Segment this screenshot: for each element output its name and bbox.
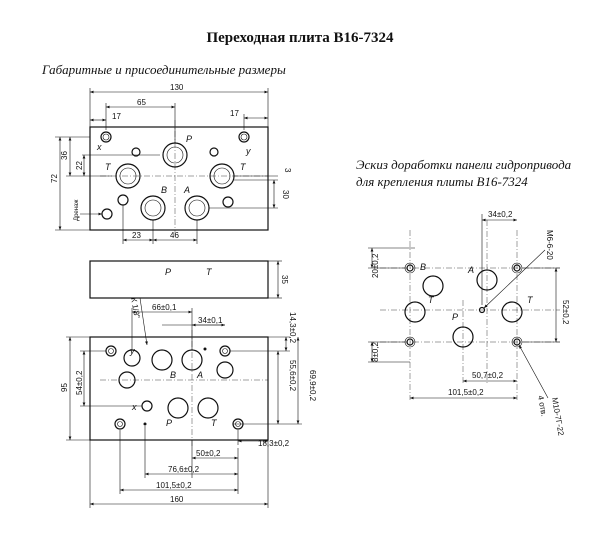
label-y: y (245, 146, 251, 156)
dim-35: 35 (280, 275, 289, 284)
dim-72: 72 (50, 174, 59, 183)
bottom-label-y: y (129, 346, 135, 356)
dim-50: 50±0,2 (196, 449, 221, 458)
sketch-port-t-left (404, 301, 426, 323)
sketch-mount-hole-br (513, 338, 521, 346)
side-label-t: T (206, 267, 213, 277)
sketch-port-p (452, 326, 474, 348)
dim-130: 130 (170, 83, 184, 92)
bottom-label-a: A (196, 370, 203, 380)
subtitle: Габаритные и присоединительные размеры (42, 62, 286, 77)
dim-54: 54±0,2 (75, 370, 84, 395)
bottom-port-p (167, 397, 189, 419)
bottom-label-x: x (131, 402, 137, 412)
dim-30: 30 (281, 190, 290, 199)
label-b: B (161, 185, 167, 195)
sketch-dim-52: 52±0,2 (561, 300, 570, 325)
sketch-hole-qty: 4 отв. (536, 395, 549, 417)
sketch-port-t-right (501, 301, 523, 323)
dim-160: 160 (170, 495, 184, 504)
bottom-label-t: T (211, 418, 218, 428)
dim-69-9: 69,9±0,2 (308, 370, 317, 402)
dim-65: 65 (137, 98, 146, 107)
dim-55-6: 55,6±0,2 (288, 360, 297, 392)
dim-18-3: 18,3±0,2 (258, 439, 290, 448)
dim-46: 46 (170, 231, 179, 240)
dim-76-6: 76,6±0,2 (168, 465, 200, 474)
side-view: P T 35 К 1/8" (89, 260, 289, 346)
bottom-plate-outline (89, 336, 269, 441)
label-a: A (183, 185, 190, 195)
bottom-port-b (151, 349, 173, 371)
label-k18: К 1/8" (129, 297, 142, 319)
sketch-mount-hole-tr (513, 264, 521, 272)
port-a-hole (184, 195, 210, 221)
sketch-dim-101-5: 101,5±0,2 (448, 388, 484, 397)
top-plate-outline (89, 126, 269, 231)
page-title: Переходная плита В16-7324 (206, 30, 394, 46)
panel-sketch: 34±0,2 М6-6-20 20±0,2 52±0,2 8±0,2 50,7±… (368, 210, 570, 437)
dim-17-left: 17 (112, 112, 121, 121)
side-plate-outline (89, 260, 269, 299)
dim-34: 34±0,1 (198, 316, 223, 325)
sketch-port-a (476, 269, 498, 291)
sketch-title-line1: Эскиз доработки панели гидропривода (356, 157, 572, 172)
sketch-label-a: A (467, 265, 474, 275)
label-t-right: T (240, 162, 247, 172)
sketch-label-t-right: T (527, 295, 534, 305)
sketch-dim-34: 34±0,2 (488, 210, 513, 219)
sketch-label-p: P (452, 312, 458, 322)
sketch-small-hole (478, 306, 486, 314)
sketch-thread-m6: М6-6-20 (545, 230, 554, 260)
sketch-mount-hole-tl (406, 264, 414, 272)
top-view: 130 65 17 17 72 36 22 3 30 23 46 P T T B… (50, 83, 292, 244)
label-x: x (96, 142, 102, 152)
sketch-dim-20: 20±0,2 (371, 253, 380, 278)
sketch-dim-50-7: 50,7±0,2 (472, 371, 504, 380)
dim-3: 3 (283, 168, 292, 173)
dim-23: 23 (132, 231, 141, 240)
side-label-p: P (165, 267, 171, 277)
dim-66: 66±0,1 (152, 303, 177, 312)
dim-14-3: 14,3±0,2 (288, 312, 297, 344)
dim-36: 36 (60, 151, 69, 160)
label-p: P (186, 134, 192, 144)
dim-17-right: 17 (230, 109, 239, 118)
bottom-port-t (197, 397, 219, 419)
sketch-mount-hole-bl (406, 338, 414, 346)
port-t-left-hole (115, 163, 141, 189)
dim-101-5: 101,5±0,2 (156, 481, 192, 490)
sketch-dim-8: 8±0,2 (371, 341, 380, 362)
label-drain: Дренаж (74, 200, 80, 221)
sketch-port-b (422, 275, 444, 297)
sketch-title-line2: для крепления плиты В16-7324 (356, 174, 528, 189)
port-b-hole (140, 195, 166, 221)
bottom-view: 66±0,1 34±0,1 14,3±0,2 95 54±0,2 55,6±0,… (60, 303, 317, 508)
sketch-thread-m10: М10-7Г-22 (550, 397, 566, 437)
bottom-label-p: P (166, 418, 172, 428)
sketch-label-b: B (420, 262, 426, 272)
bottom-label-b: B (170, 370, 176, 380)
dim-22: 22 (75, 161, 84, 170)
dim-95: 95 (60, 383, 69, 392)
sketch-label-t-left: T (428, 295, 435, 305)
label-t-left: T (105, 162, 112, 172)
